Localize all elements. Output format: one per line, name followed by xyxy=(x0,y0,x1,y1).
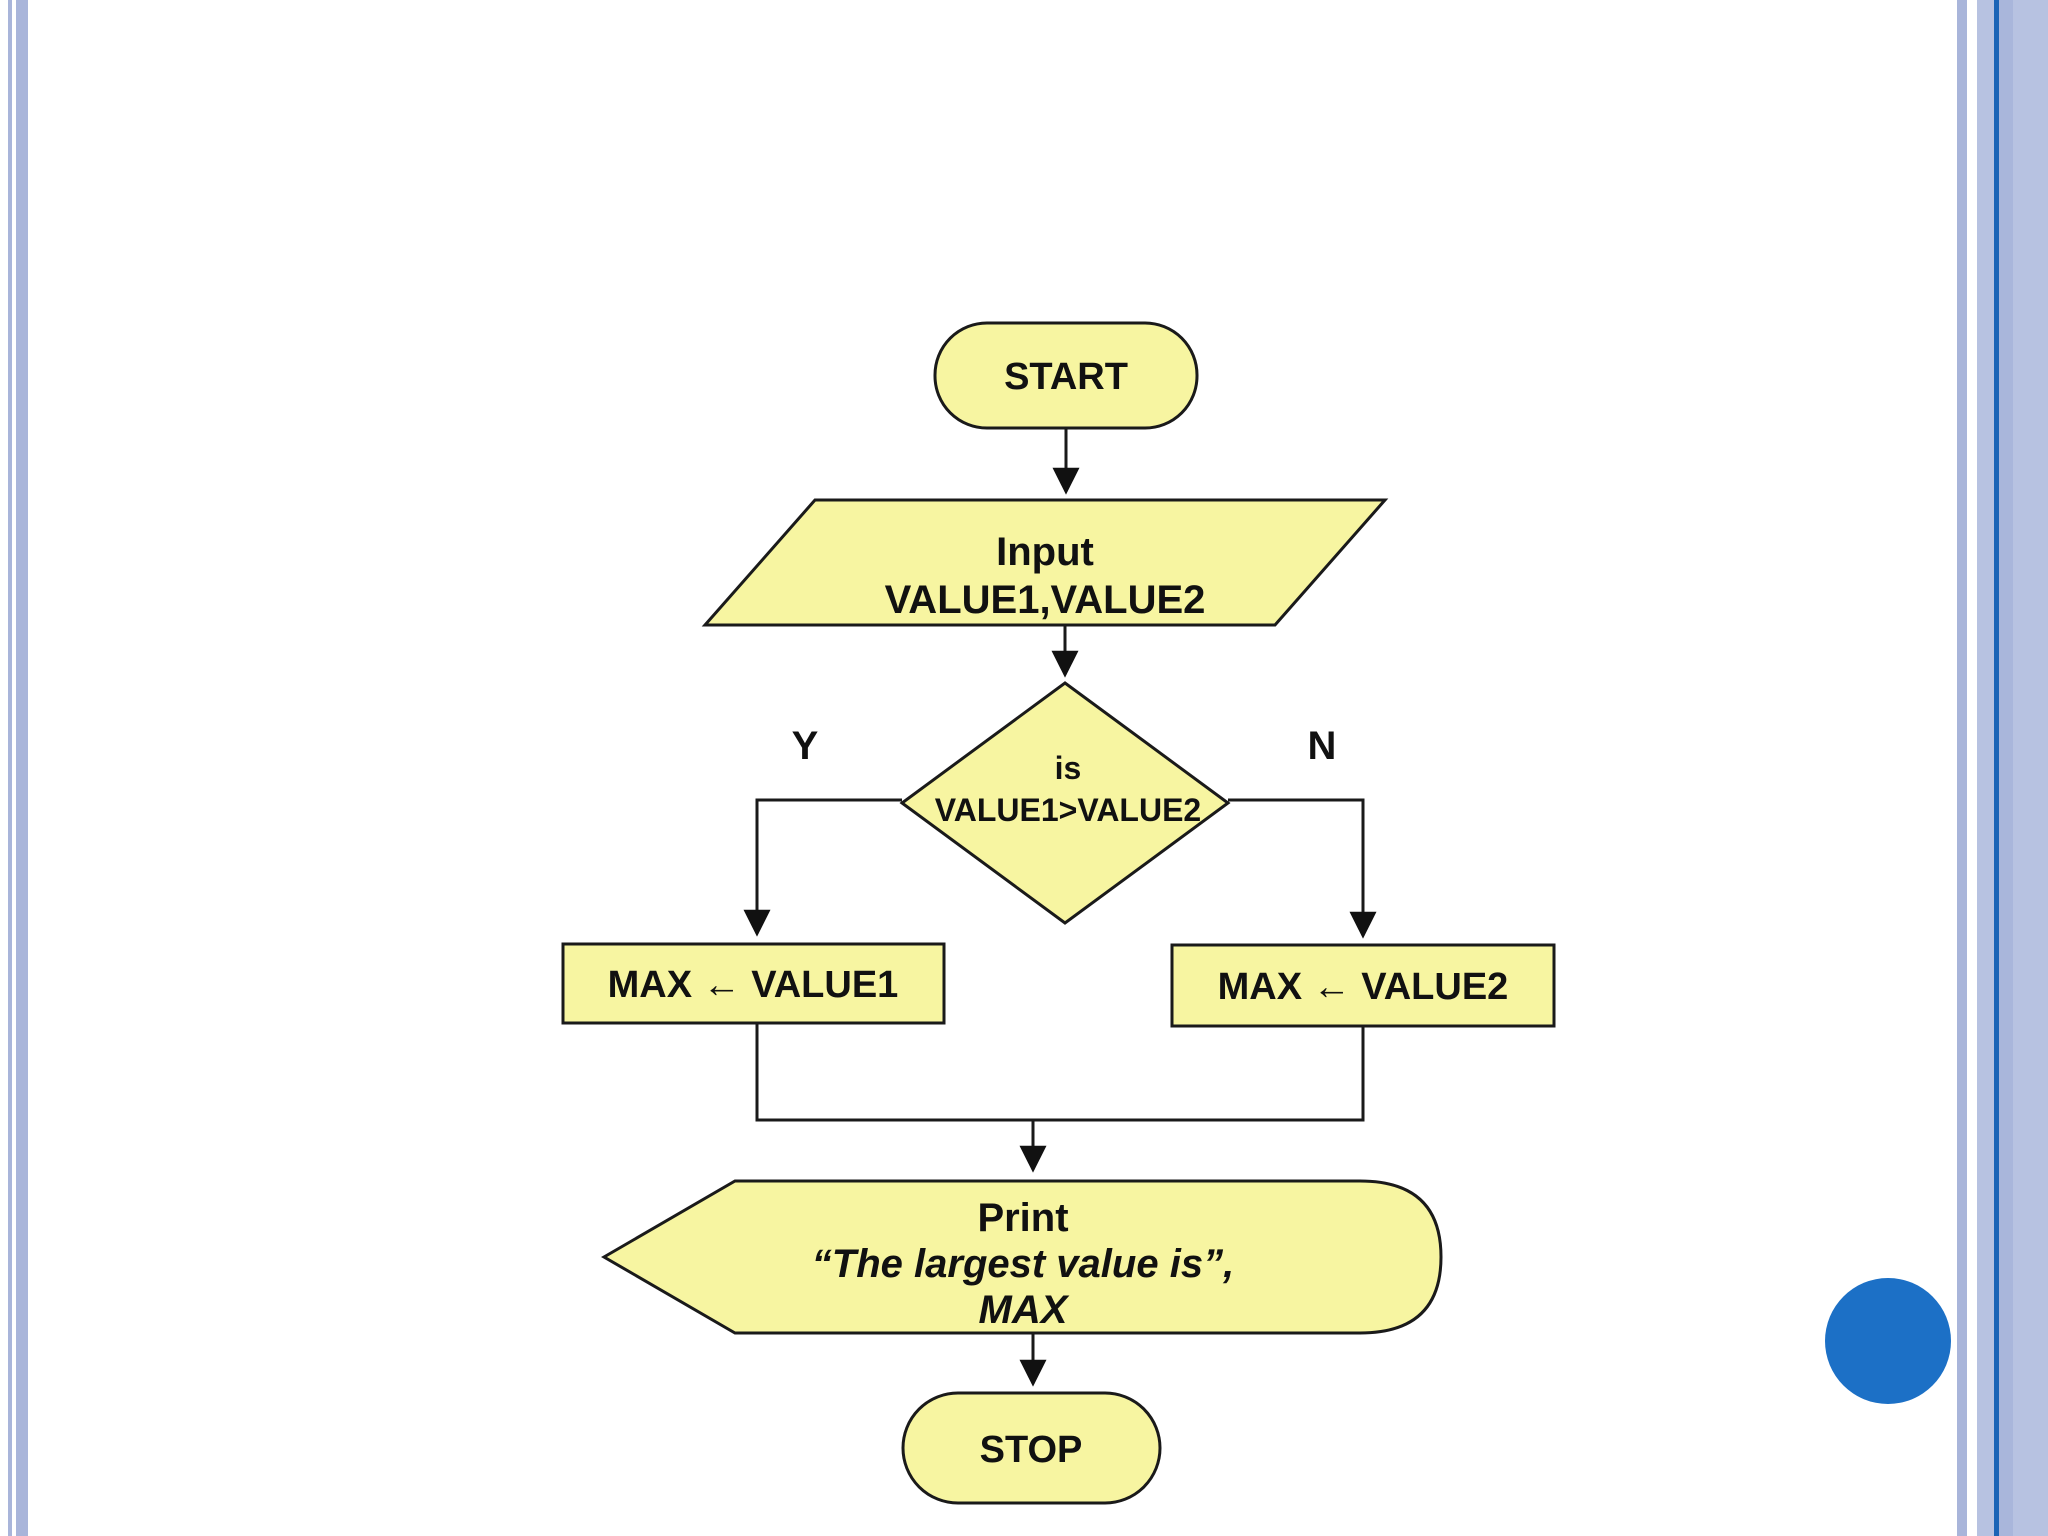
right-border xyxy=(1957,0,2048,1536)
decision-node-line1: is xyxy=(1055,750,1082,786)
stop-node xyxy=(901,1391,1162,1505)
assign-max-value2-label: MAX ← VALUE2 xyxy=(1218,966,1509,1008)
right-border-dark-line xyxy=(1994,0,1999,1536)
flowchart: START Input VALUE1,VALUE2 is VALUE1>VALU… xyxy=(561,321,1556,1505)
print-node xyxy=(601,1179,1443,1335)
input-node xyxy=(701,498,1389,627)
right-border-thin-stripe xyxy=(1957,0,1967,1536)
input-node-line1: Input xyxy=(996,530,1094,574)
start-node xyxy=(933,321,1199,430)
stop-node-label: STOP xyxy=(980,1429,1083,1471)
no-branch-label: N xyxy=(1308,724,1337,768)
left-border xyxy=(8,0,28,1536)
accent-circle xyxy=(1825,1278,1951,1404)
yes-branch-label: Y xyxy=(792,724,819,768)
print-node-line2: “The largest value is”, xyxy=(812,1242,1234,1286)
connector-decision-yes-branch xyxy=(743,798,902,937)
connector-decision-no-branch xyxy=(1228,798,1377,939)
start-node-label: START xyxy=(1004,356,1128,398)
assign-max-value1-node xyxy=(561,942,946,1025)
decision-node-line2: VALUE1>VALUE2 xyxy=(935,792,1201,828)
assign-max-value1-label: MAX ← VALUE1 xyxy=(608,964,899,1006)
left-border-thin-stripe xyxy=(8,0,12,1536)
print-node-line1: Print xyxy=(977,1196,1068,1240)
print-node-line3: MAX xyxy=(979,1288,1070,1332)
left-border-wide-stripe xyxy=(16,0,28,1536)
input-node-line2: VALUE1,VALUE2 xyxy=(885,578,1206,622)
decision-node xyxy=(899,681,1231,925)
right-border-band-shade xyxy=(1999,0,2013,1536)
connector-merge xyxy=(755,1023,1365,1122)
assign-max-value2-node xyxy=(1170,943,1556,1028)
